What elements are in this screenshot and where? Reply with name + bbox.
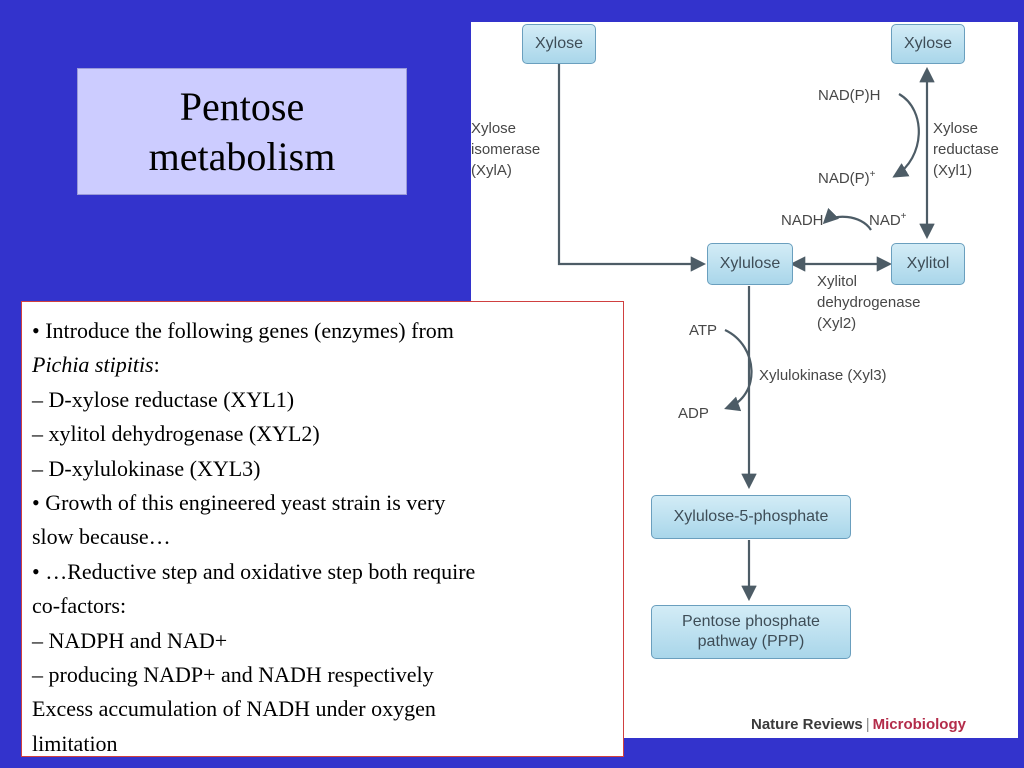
isomerase-arrow bbox=[557, 64, 707, 272]
node-xylitol: Xylitol bbox=[891, 243, 965, 285]
label-xylose-reductase: Xylose reductase (Xyl1) bbox=[933, 118, 999, 181]
nadp-plus-base: NAD(P) bbox=[818, 170, 870, 187]
label-xylose-isomerase-2: isomerase bbox=[471, 141, 541, 158]
credit-publisher: Nature Reviews bbox=[751, 716, 863, 733]
pathway-arrows bbox=[557, 64, 935, 602]
text-line: – D-xylulokinase (XYL3) bbox=[32, 455, 261, 481]
label-nadph: NAD(P)H bbox=[818, 87, 881, 104]
label-xylulokinase: Xylulokinase (Xyl3) bbox=[759, 367, 887, 384]
species-name: Pichia stipitis bbox=[32, 352, 154, 378]
figure-credit: Nature Reviews|Microbiology bbox=[751, 716, 966, 733]
text-line: – NADPH and NAD+ bbox=[32, 627, 228, 653]
node-xylulose-5-phosphate: Xylulose-5-phosphate bbox=[651, 495, 851, 539]
label-xylose-reductase-2: reductase bbox=[933, 141, 999, 158]
text-line: – xylitol dehydrogenase (XYL2) bbox=[32, 421, 320, 447]
label-xylose-isomerase-3: (XylA) bbox=[471, 162, 512, 179]
text-line: – D-xylose reductase (XYL1) bbox=[32, 386, 295, 412]
node-pentose-phosphate-pathway: Pentose phosphate pathway (PPP) bbox=[651, 605, 851, 659]
label-xylitol-dehydrogenase-2: dehydrogenase bbox=[817, 294, 921, 311]
ppp-line-1: Pentose phosphate bbox=[682, 613, 820, 630]
credit-journal: Microbiology bbox=[872, 716, 966, 733]
label-xylose-reductase-1: Xylose bbox=[933, 120, 979, 137]
text-line: • Introduce the following genes (enzymes… bbox=[32, 318, 454, 343]
title-box: Pentose metabolism bbox=[77, 68, 407, 195]
label-xylitol-dehydrogenase: Xylitol dehydrogenase (Xyl2) bbox=[817, 271, 920, 334]
text-line: • …Reductive step and oxidative step bot… bbox=[32, 558, 476, 584]
text-line: co-factors: bbox=[32, 593, 127, 619]
label-nadh: NADH bbox=[781, 212, 824, 229]
species-colon: : bbox=[153, 352, 160, 378]
text-line: limitation bbox=[32, 730, 118, 756]
label-nad-plus: NAD+ bbox=[869, 210, 907, 231]
text-line: – producing NADP+ and NADH respectively bbox=[32, 662, 434, 688]
node-xylose-left: Xylose bbox=[522, 24, 596, 64]
nad-plus-base: NAD bbox=[869, 212, 901, 229]
label-xylose-isomerase-1: Xylose bbox=[471, 120, 517, 137]
nadph-cofactor-arc bbox=[892, 93, 920, 178]
label-xylose-reductase-3: (Xyl1) bbox=[933, 162, 973, 179]
label-xylitol-dehydrogenase-3: (Xyl2) bbox=[817, 315, 857, 332]
ppp-line-2: pathway (PPP) bbox=[697, 633, 805, 650]
node-xylulose: Xylulose bbox=[707, 243, 793, 285]
label-adp: ADP bbox=[678, 405, 709, 422]
label-xylitol-dehydrogenase-1: Xylitol bbox=[817, 273, 858, 290]
slide-title-line-1: Pentose bbox=[179, 83, 305, 129]
credit-separator: | bbox=[865, 716, 870, 733]
atp-cofactor-arc bbox=[724, 329, 753, 412]
text-line-species: Pichia stipitis: bbox=[32, 348, 623, 382]
label-xylose-isomerase: Xylose isomerase (XylA) bbox=[471, 118, 540, 181]
slide-title-line-2: metabolism bbox=[148, 133, 336, 179]
bullet-text-box: • Introduce the following genes (enzymes… bbox=[21, 301, 624, 757]
text-line: slow because… bbox=[32, 524, 171, 550]
nad-cofactor-arc bbox=[822, 207, 872, 231]
nadp-plus-sign: + bbox=[869, 169, 876, 180]
nad-plus-sign: + bbox=[900, 211, 907, 222]
text-line: Excess accumulation of NADH under oxygen bbox=[32, 696, 436, 722]
text-line: • Growth of this engineered yeast strain… bbox=[32, 490, 446, 516]
label-atp: ATP bbox=[689, 322, 718, 339]
node-xylose-right: Xylose bbox=[891, 24, 965, 64]
label-nadp-plus: NAD(P)+ bbox=[818, 168, 876, 189]
